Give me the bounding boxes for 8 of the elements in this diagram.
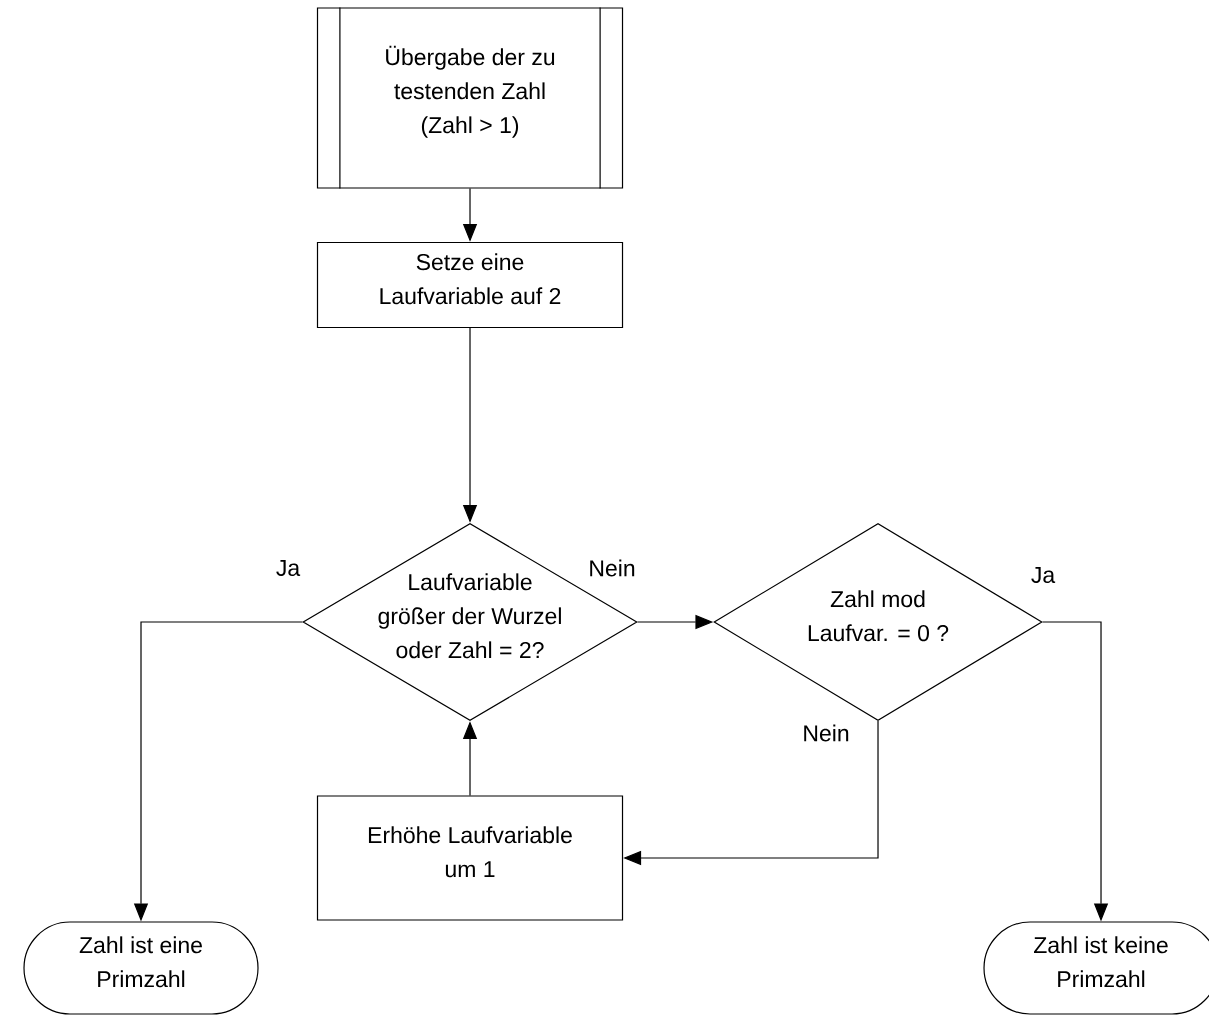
process-box: Setze eine Laufvariable auf 2 xyxy=(316,241,624,329)
terminal-box: Zahl ist keine Primzahl xyxy=(983,921,1209,1015)
terminal-box: Zahl ist eine Primzahl xyxy=(23,921,259,1015)
edge-label: Nein xyxy=(801,723,851,743)
predefined-process-box: Übergabe der zu testenden Zahl (Zahl > 1) xyxy=(316,6,624,190)
edge-label: Ja xyxy=(274,559,302,578)
process-box: Erhöhe Laufvariable um 1 xyxy=(316,795,624,921)
edge-label: Nein xyxy=(587,558,637,578)
